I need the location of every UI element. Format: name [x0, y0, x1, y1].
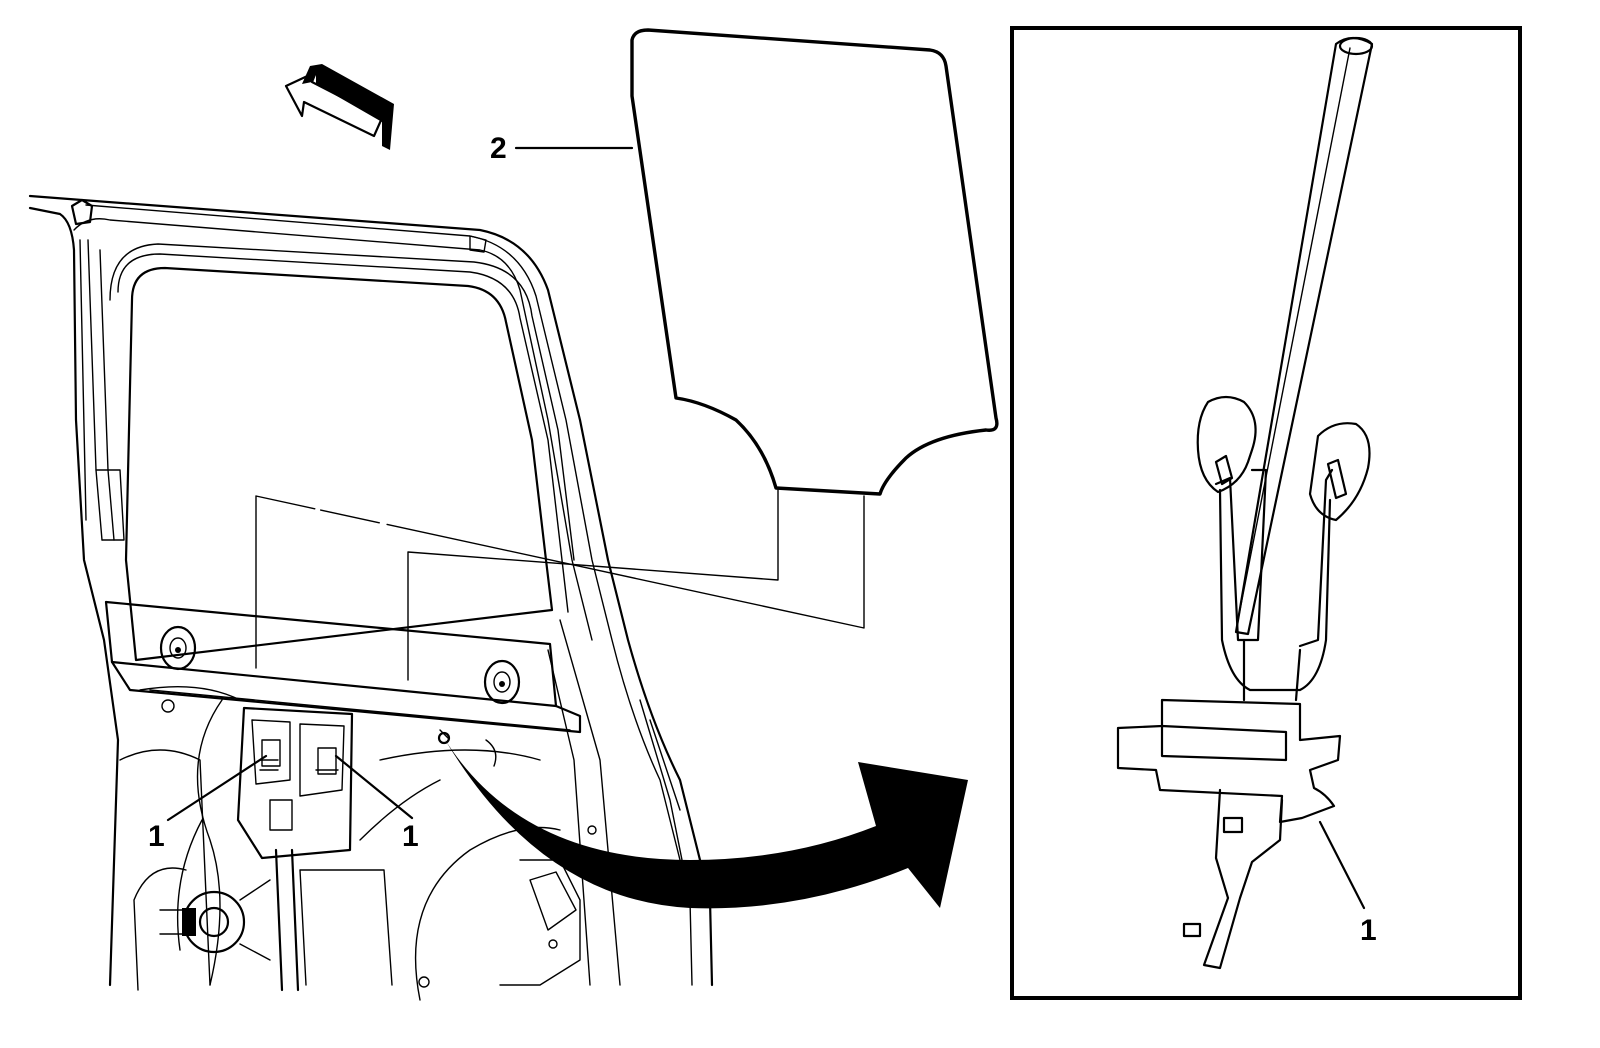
- callout-detail-clip: 1: [1360, 914, 1377, 947]
- sash-bolt-right: [483, 659, 521, 705]
- window-regulator: [133, 699, 497, 992]
- clip-right-leader-line: [334, 754, 414, 820]
- direction-arrow-icon: [284, 64, 394, 150]
- detail-inset: [1010, 26, 1522, 1000]
- detail-glass-edge: [1234, 36, 1374, 636]
- sash-bolt-left: [159, 625, 197, 671]
- callout-clip-right: 1: [402, 820, 419, 853]
- leader-lines: [166, 146, 1366, 910]
- door-window-glass: [255, 28, 999, 681]
- callout-clip-left: 1: [148, 820, 165, 853]
- regulator-motor: [159, 879, 271, 961]
- clip-left-leader-line: [166, 754, 268, 822]
- detail-clip-leader-line: [1318, 820, 1366, 910]
- detail-view-arrow-icon: [437, 731, 968, 909]
- detail-clip: [1116, 395, 1371, 970]
- callout-glass: 2: [490, 132, 507, 165]
- window-sash-channel: [104, 600, 582, 734]
